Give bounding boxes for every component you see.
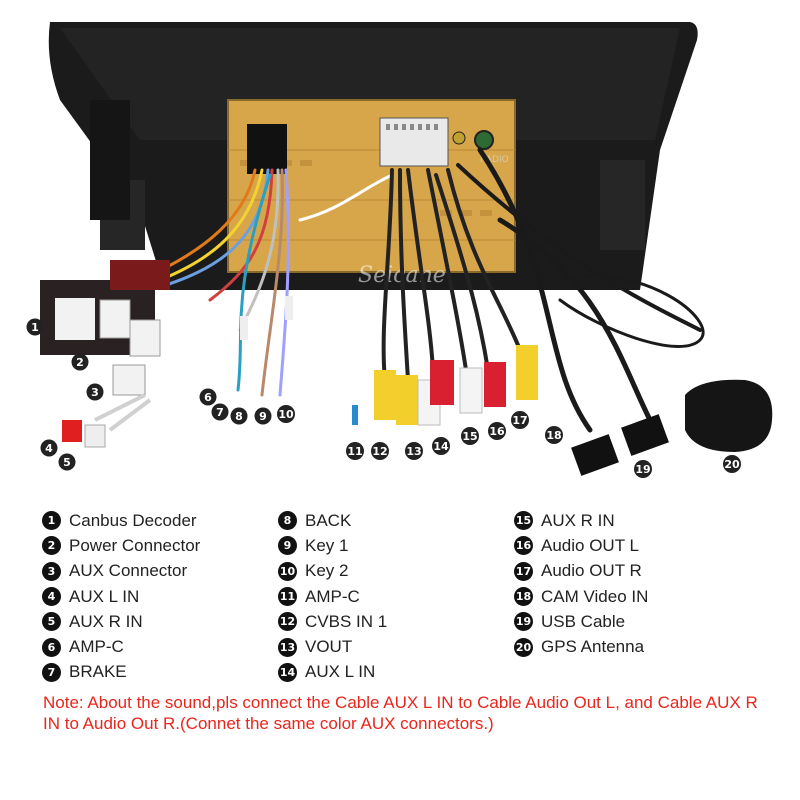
legend-number-badge: 20	[514, 637, 533, 657]
legend-number-badge: 10	[278, 561, 297, 581]
usb-cable	[571, 434, 619, 476]
legend-label: CVBS IN 1	[305, 611, 388, 631]
legend: 1 Canbus Decoder 2 Power Connector 3 AUX Co…	[0, 508, 800, 688]
legend-item: 8 BACK	[278, 508, 387, 533]
radio-antenna-port	[474, 130, 494, 150]
legend-label: AUX Connector	[69, 561, 188, 581]
svg-text:17: 17	[512, 414, 527, 427]
legend-number-badge: 4	[42, 587, 61, 607]
legend-label: Audio OUT R	[541, 561, 642, 581]
svg-text:16: 16	[489, 425, 505, 438]
legend-item: 19 USB Cable	[514, 609, 648, 634]
legend-item: 2 Power Connector	[42, 533, 200, 558]
head-unit-diagram: RADIO Seicane	[26, 22, 773, 478]
legend-item: 15 AUX R IN	[514, 508, 648, 533]
legend-number-badge: 2	[42, 536, 61, 556]
legend-number-badge: 3	[42, 561, 61, 581]
legend-number-badge: 19	[514, 612, 533, 632]
legend-label: Canbus Decoder	[69, 510, 197, 530]
legend-number-badge: 15	[514, 511, 533, 531]
svg-text:19: 19	[635, 463, 650, 476]
legend-column: 8 BACK 9 Key 1 10 Key 2 11 AMP-C 12 CVBS IN 1…	[278, 508, 387, 685]
legend-item: 5 AUX R IN	[42, 609, 200, 634]
legend-label: CAM Video IN	[541, 586, 649, 606]
legend-item: 13 VOUT	[278, 634, 387, 659]
legend-label: AUX R IN	[541, 510, 615, 530]
legend-item: 16 Audio OUT L	[514, 533, 648, 558]
svg-text:7: 7	[216, 406, 224, 419]
legend-item: 3 AUX Connector	[42, 559, 200, 584]
legend-item: 6 AMP-C	[42, 634, 200, 659]
legend-label: USB Cable	[541, 611, 626, 631]
legend-number-badge: 18	[514, 587, 533, 607]
legend-column: 1 Canbus Decoder 2 Power Connector 3 AUX Co…	[42, 508, 200, 685]
legend-label: AMP-C	[305, 586, 360, 606]
power-connector	[99, 299, 131, 339]
svg-text:4: 4	[45, 442, 53, 455]
legend-label: AUX L IN	[305, 662, 376, 682]
legend-label: GPS Antenna	[541, 637, 645, 657]
legend-item: 9 Key 1	[278, 533, 387, 558]
svg-text:3: 3	[91, 386, 99, 399]
legend-number-badge: 5	[42, 612, 61, 632]
legend-number-badge: 14	[278, 662, 297, 682]
legend-column: 15 AUX R IN 16 Audio OUT L 17 Audio OUT R 1…	[514, 508, 648, 660]
legend-item: 4 AUX L IN	[42, 584, 200, 609]
legend-item: 12 CVBS IN 1	[278, 609, 387, 634]
wiring-note: Note: About the sound,pls connect the Ca…	[43, 693, 758, 733]
legend-item: 17 Audio OUT R	[514, 559, 648, 584]
legend-label: Key 2	[305, 561, 349, 581]
legend-label: Power Connector	[69, 535, 201, 555]
power-harness-socket	[247, 124, 287, 174]
svg-text:1: 1	[31, 321, 39, 334]
svg-text:8: 8	[235, 410, 243, 423]
legend-number-badge: 17	[514, 561, 533, 581]
legend-number-badge: 7	[42, 662, 61, 682]
legend-number-badge: 6	[42, 637, 61, 657]
svg-text:18: 18	[546, 429, 561, 442]
legend-number-badge: 1	[42, 511, 61, 531]
legend-item: 18 CAM Video IN	[514, 584, 648, 609]
svg-text:12: 12	[372, 445, 387, 458]
legend-label: Audio OUT L	[541, 535, 639, 555]
svg-text:6: 6	[204, 391, 212, 404]
legend-label: VOUT	[305, 637, 353, 657]
legend-number-badge: 12	[278, 612, 297, 632]
legend-number-badge: 13	[278, 637, 297, 657]
legend-item: 7 BRAKE	[42, 660, 200, 685]
gps-antenna	[685, 379, 773, 452]
svg-text:15: 15	[462, 430, 477, 443]
svg-text:14: 14	[433, 440, 449, 453]
svg-text:13: 13	[406, 445, 421, 458]
svg-text:9: 9	[259, 410, 267, 423]
legend-label: BACK	[305, 510, 352, 530]
svg-text:2: 2	[76, 356, 84, 369]
legend-item: 1 Canbus Decoder	[42, 508, 200, 533]
svg-text:5: 5	[63, 456, 71, 469]
legend-item: 20 GPS Antenna	[514, 634, 648, 659]
svg-text:10: 10	[278, 408, 294, 421]
radio-port-label: RADIO	[480, 155, 509, 165]
legend-label: BRAKE	[69, 662, 127, 682]
legend-item: 11 AMP-C	[278, 584, 387, 609]
legend-item: 14 AUX L IN	[278, 660, 387, 685]
legend-number-badge: 11	[278, 587, 297, 607]
legend-item: 10 Key 2	[278, 559, 387, 584]
legend-number-badge: 9	[278, 536, 297, 556]
legend-number-badge: 8	[278, 511, 297, 531]
legend-label: AUX L IN	[69, 586, 140, 606]
legend-number-badge: 16	[514, 536, 533, 556]
svg-text:20: 20	[724, 458, 740, 471]
legend-label: AMP-C	[69, 637, 124, 657]
legend-label: Key 1	[305, 535, 349, 555]
svg-text:11: 11	[347, 445, 362, 458]
legend-label: AUX R IN	[69, 611, 143, 631]
callout-markers: 1 2 3 4 5 6 7 8 9 10 11 12 13 14 15 16 1…	[26, 318, 741, 478]
aux-connector	[112, 364, 146, 396]
